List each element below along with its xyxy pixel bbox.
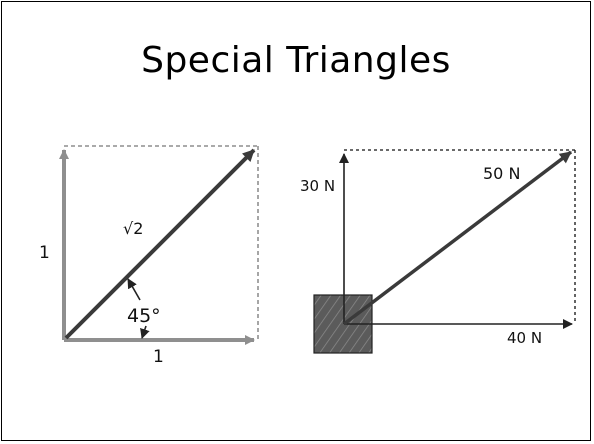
- hypotenuse-label: √2: [123, 219, 143, 238]
- horizontal-force-label: 40 N: [507, 329, 542, 347]
- vertical-force-label: 30 N: [300, 177, 335, 195]
- angle-pointer-arrow: [127, 278, 141, 301]
- left-hypotenuse-arrow: [64, 148, 256, 340]
- resultant-force-label: 50 N: [483, 164, 520, 183]
- angle-arc: [140, 325, 150, 339]
- angle-label: 45°: [127, 305, 161, 327]
- left-side-label-vertical: 1: [39, 243, 50, 263]
- slide-title: Special Triangles: [141, 40, 451, 81]
- right-force-diagram: 30 N 50 N 40 N: [300, 149, 576, 354]
- left-side-label-horizontal: 1: [153, 347, 164, 367]
- left-triangle-diagram: 1 1 √2 45°: [39, 145, 259, 367]
- resultant-force-arrow: [342, 150, 573, 326]
